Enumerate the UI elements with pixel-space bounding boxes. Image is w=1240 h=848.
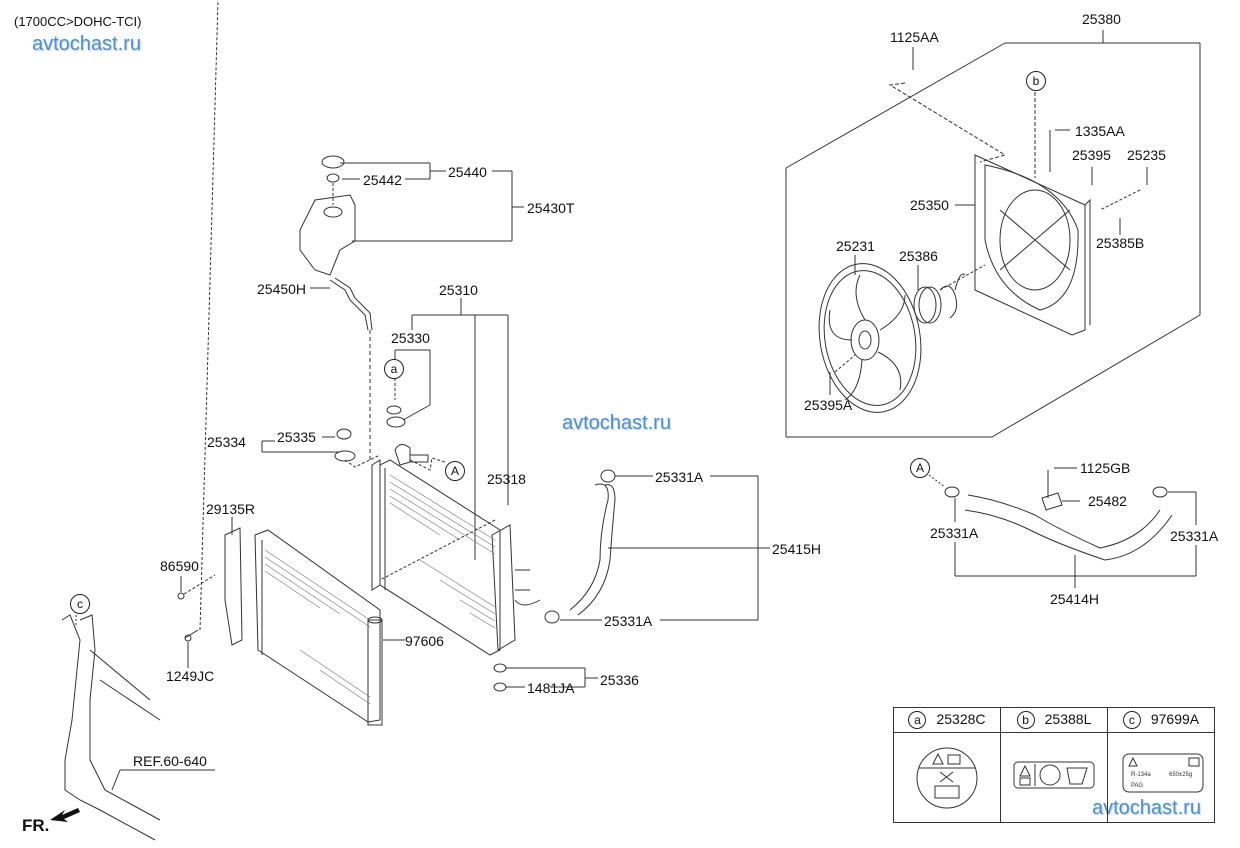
part-label-25231[interactable]: 25231: [836, 238, 875, 254]
part-label-25430T[interactable]: 25430T: [527, 200, 575, 216]
part-label-25395[interactable]: 25395: [1072, 147, 1111, 163]
engine-spec-title: (1700CC>DOHC-TCI): [14, 14, 142, 29]
part-label-25440[interactable]: 25440: [448, 164, 487, 180]
part-label-25334[interactable]: 25334: [207, 434, 246, 450]
part-label-25350[interactable]: 25350: [910, 197, 949, 213]
legend-key-a: a: [908, 711, 927, 729]
leader-lines-reservoir: [310, 162, 524, 289]
condenser-fins: [264, 549, 371, 705]
part-label-25331A-lower[interactable]: 25331A: [604, 613, 653, 629]
legend-key-c: c: [1122, 711, 1141, 729]
part-label-25386[interactable]: 25386: [899, 248, 938, 264]
legend-body-a: [893, 732, 1001, 823]
fan-warning-label-icon: [1013, 761, 1095, 789]
fan-shroud: [974, 154, 1091, 336]
body-panel: [61, 611, 215, 841]
lower-hose: [928, 467, 1197, 588]
part-label-25310[interactable]: 25310: [439, 282, 478, 298]
callout-b[interactable]: b: [1026, 71, 1046, 91]
legend-key-b: b: [1016, 711, 1035, 729]
refrigerant-oil-text: PAG: [1131, 783, 1144, 789]
legend-part-a: 25328C: [936, 711, 986, 727]
part-label-25380[interactable]: 25380: [1082, 11, 1121, 27]
part-label-25450H[interactable]: 25450H: [257, 281, 307, 297]
legend-header-a[interactable]: a 25328C: [893, 707, 1001, 733]
callout-A-lower-hose[interactable]: A: [910, 458, 930, 478]
part-label-29135R[interactable]: 29135R: [206, 501, 256, 517]
leader-lines-mount: [506, 667, 598, 688]
part-label-25235[interactable]: 25235: [1127, 147, 1166, 163]
refrigerant-amount-text: 650±25g: [1169, 772, 1192, 778]
radiator-fins: [389, 474, 496, 629]
part-label-25442[interactable]: 25442: [363, 172, 402, 188]
coolant-cap-warning-label-icon: [916, 747, 978, 809]
part-label-25318[interactable]: 25318: [487, 471, 526, 487]
fan-blade: [818, 263, 922, 413]
part-label-25395A[interactable]: 25395A: [804, 397, 853, 413]
part-label-1335AA[interactable]: 1335AA: [1075, 123, 1125, 139]
refrigerant-gas-text: R-134a: [1131, 772, 1151, 778]
front-arrow-icon: [50, 808, 80, 822]
reference-label[interactable]: REF.60-640: [133, 753, 207, 769]
part-label-86590[interactable]: 86590: [160, 558, 199, 574]
reservoir-cap: [321, 155, 345, 205]
callout-c[interactable]: c: [70, 594, 90, 614]
label-legend-table: a 25328C b 25388L c 97699A: [893, 707, 1215, 823]
part-label-25330[interactable]: 25330: [391, 330, 430, 346]
part-label-25414H[interactable]: 25414H: [1050, 591, 1100, 607]
refrigerant-label-icon: R-134a 650±25g PAG: [1122, 753, 1204, 793]
part-label-1481JA[interactable]: 1481JA: [527, 680, 575, 696]
legend-header-b[interactable]: b 25388L: [1000, 707, 1108, 733]
fan-assembly-frame: [785, 30, 1201, 438]
part-label-25331A-left[interactable]: 25331A: [930, 525, 979, 541]
front-marker: FR.: [22, 816, 50, 835]
coolant-reservoir: [299, 194, 373, 460]
part-label-25336[interactable]: 25336: [600, 672, 639, 688]
part-label-1125AA[interactable]: 1125AA: [890, 29, 939, 45]
legend-header-c[interactable]: c 97699A: [1107, 707, 1215, 733]
watermark-top-left: avtochast.ru: [32, 33, 141, 55]
part-label-25335[interactable]: 25335: [277, 429, 316, 445]
upper-hose: [544, 469, 770, 624]
watermark-center: avtochast.ru: [562, 412, 671, 434]
part-label-1249JC[interactable]: 1249JC: [166, 668, 215, 684]
air-guard: [177, 0, 243, 668]
condenser: [254, 529, 405, 726]
part-label-25331A-right[interactable]: 25331A: [1170, 528, 1219, 544]
legend-part-c: 97699A: [1150, 711, 1200, 727]
part-label-25385B[interactable]: 25385B: [1096, 235, 1145, 251]
part-label-25331A-upper[interactable]: 25331A: [655, 469, 704, 485]
part-label-25482[interactable]: 25482: [1088, 493, 1127, 509]
leader-lines-radiator: [261, 298, 509, 560]
legend-body-b: [1000, 732, 1108, 823]
part-label-1125GB[interactable]: 1125GB: [1080, 460, 1131, 476]
part-label-97606[interactable]: 97606: [405, 633, 444, 649]
legend-part-b: 25388L: [1044, 711, 1092, 727]
legend-body-c: R-134a 650±25g PAG: [1107, 732, 1215, 823]
part-label-25415H[interactable]: 25415H: [772, 541, 822, 557]
callout-a[interactable]: a: [384, 359, 404, 379]
callout-A-radiator[interactable]: A: [445, 461, 465, 481]
fan-motor: [913, 264, 986, 324]
